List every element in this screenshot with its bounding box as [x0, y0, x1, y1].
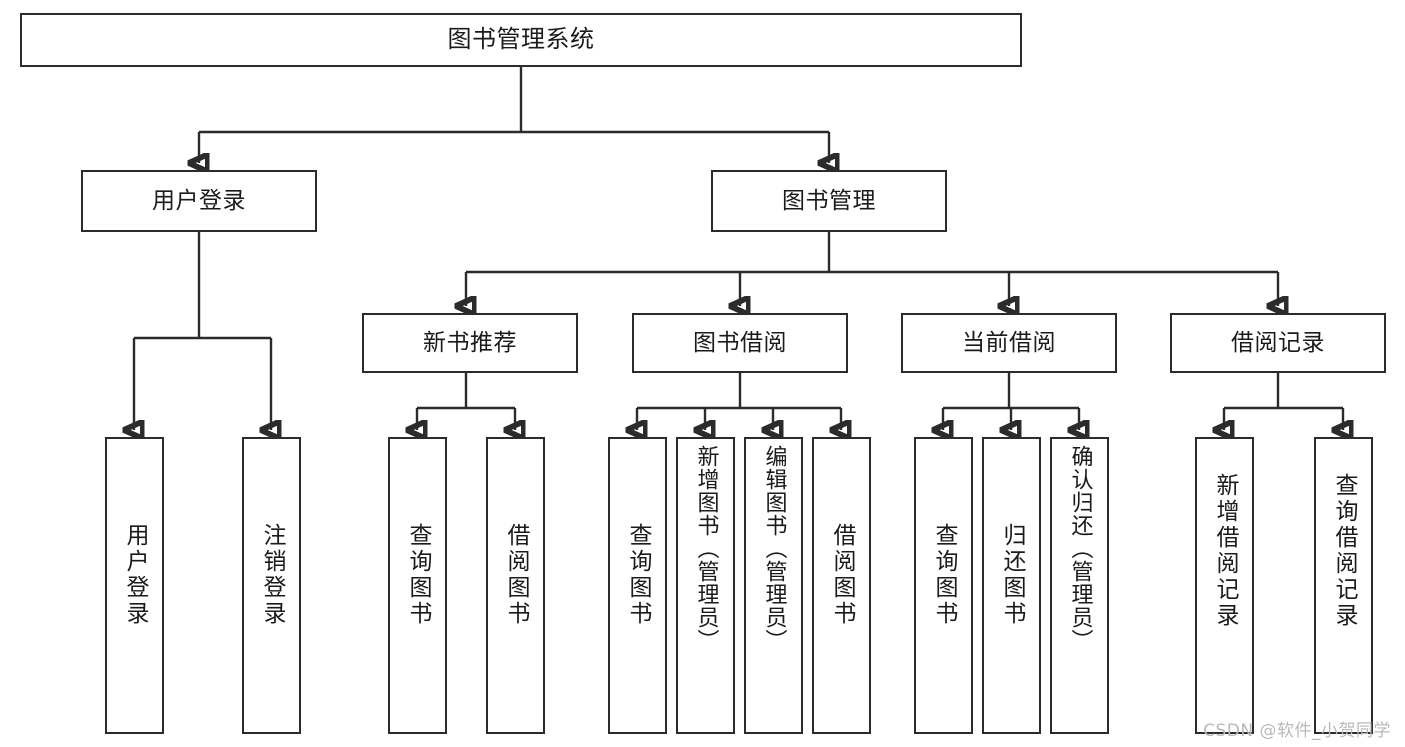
node-current-borrow[interactable]: 当前借阅 — [901, 313, 1117, 373]
node-label: 用户登录 — [122, 523, 148, 627]
node-root-book-management-system[interactable]: 图书管理系统 — [20, 13, 1022, 67]
leaf-user-login-login[interactable]: 用户登录 — [105, 437, 164, 734]
leaf-borrow-edit-book-admin[interactable]: 编辑图书（管理员） — [744, 437, 803, 734]
node-user-login[interactable]: 用户登录 — [81, 170, 317, 232]
node-label: 归还图书 — [999, 523, 1025, 627]
node-label: 查询图书 — [625, 523, 651, 627]
leaf-current-query-book[interactable]: 查询图书 — [914, 437, 973, 734]
node-label: 查询图书 — [405, 523, 431, 627]
node-label: 图书借阅 — [693, 329, 787, 356]
leaf-record-query-record[interactable]: 查询借阅记录 — [1314, 437, 1373, 734]
node-label: 新增图书（管理员） — [693, 445, 719, 652]
node-label: 查询借阅记录 — [1331, 473, 1357, 629]
leaf-user-login-logout[interactable]: 注销登录 — [242, 437, 301, 734]
node-label: 新书推荐 — [423, 329, 517, 356]
node-book-borrow[interactable]: 图书借阅 — [632, 313, 848, 373]
leaf-current-confirm-return-admin[interactable]: 确认归还（管理员） — [1050, 437, 1109, 734]
node-label: 确认归还（管理员） — [1067, 445, 1093, 652]
node-label: 注销登录 — [259, 523, 285, 627]
node-label: 图书管理系统 — [447, 25, 595, 54]
watermark-text: CSDN @软件_小贺同学 — [1203, 721, 1391, 741]
node-label: 借阅图书 — [829, 523, 855, 627]
leaf-borrow-query-book[interactable]: 查询图书 — [608, 437, 667, 734]
node-label: 当前借阅 — [962, 329, 1056, 356]
leaf-borrow-add-book-admin[interactable]: 新增图书（管理员） — [676, 437, 735, 734]
node-label: 借阅记录 — [1231, 329, 1325, 356]
node-label: 用户登录 — [152, 187, 246, 214]
leaf-recommend-borrow-book[interactable]: 借阅图书 — [486, 437, 545, 734]
leaf-recommend-query-book[interactable]: 查询图书 — [388, 437, 447, 734]
leaf-record-add-record[interactable]: 新增借阅记录 — [1195, 437, 1254, 734]
node-borrow-record[interactable]: 借阅记录 — [1170, 313, 1386, 373]
node-label: 借阅图书 — [503, 523, 529, 627]
leaf-current-return-book[interactable]: 归还图书 — [982, 437, 1041, 734]
node-label: 编辑图书（管理员） — [761, 445, 787, 652]
node-new-book-recommend[interactable]: 新书推荐 — [362, 313, 578, 373]
node-book-management[interactable]: 图书管理 — [711, 170, 947, 232]
node-label: 查询图书 — [931, 523, 957, 627]
node-label: 图书管理 — [782, 187, 876, 214]
leaf-borrow-borrow-book[interactable]: 借阅图书 — [812, 437, 871, 734]
node-label: 新增借阅记录 — [1212, 473, 1238, 629]
